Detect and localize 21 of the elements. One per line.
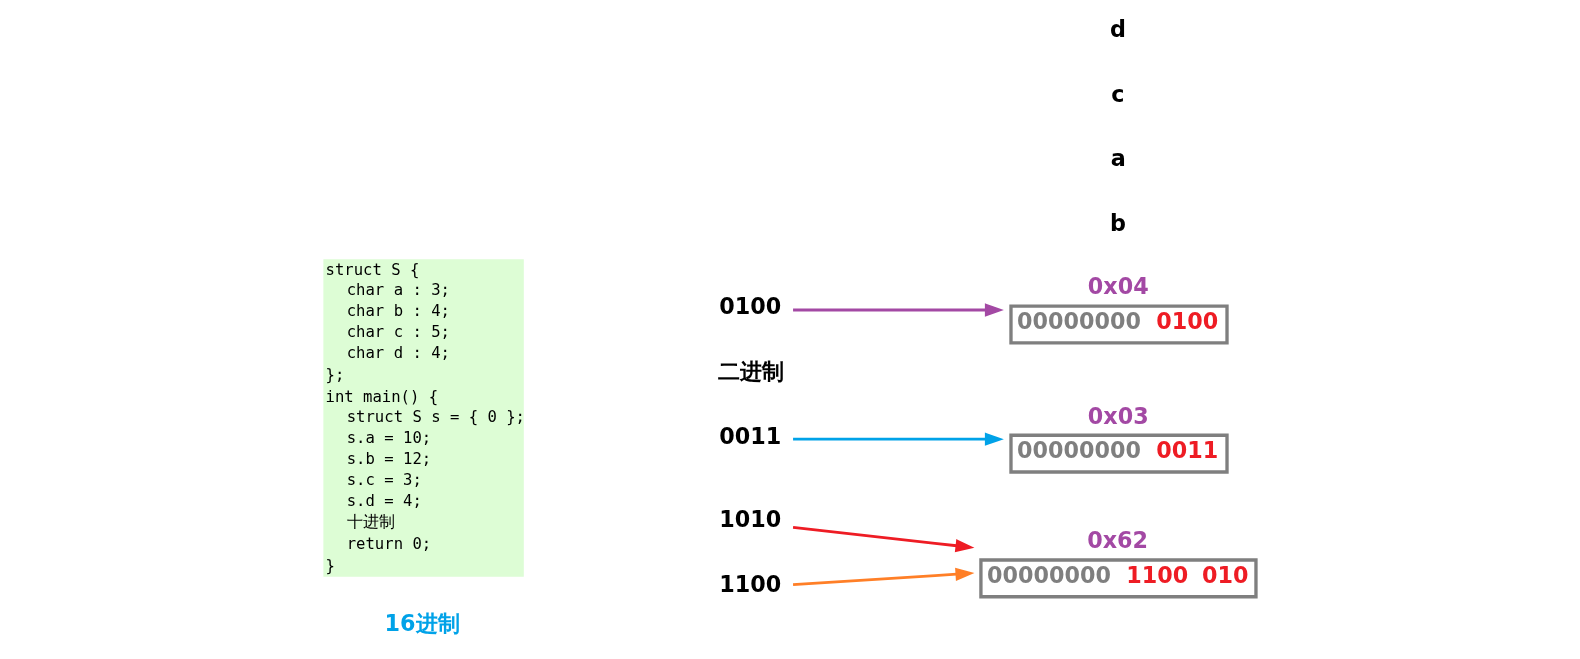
node-box: struct S { char a : 3; char b : 4; char c : 5; char d : 4; }; int main() { struct S s = { 0 }; s.a = 10; s.b = 12; s.c = 3; s.d = 4; 十进制 return 0; }: [322, 259, 524, 577]
node-label: 0x03: [1087, 402, 1149, 429]
node-text: 0100: [718, 293, 781, 320]
label: c: [1110, 80, 1124, 107]
node-box: 00000000 0100: [1008, 304, 1229, 345]
label: b: [1109, 209, 1126, 236]
node-label: 0x62: [1086, 527, 1148, 554]
label: d: [1109, 16, 1126, 43]
node-text: 0011: [718, 422, 781, 449]
node-label: 0x04: [1087, 273, 1149, 300]
arrow: [792, 432, 1004, 446]
arrow: [792, 525, 974, 553]
label: a: [1110, 145, 1126, 172]
node-box: 00000000 0011: [1008, 433, 1229, 474]
arrow: [792, 567, 974, 587]
arrow: [792, 303, 1004, 317]
label: 二进制: [717, 358, 784, 385]
node-text: 1100: [718, 570, 781, 597]
node-text: 1010: [718, 506, 781, 533]
label: 16进制: [384, 609, 460, 636]
node-box: 00000000 1100 010: [978, 558, 1258, 599]
